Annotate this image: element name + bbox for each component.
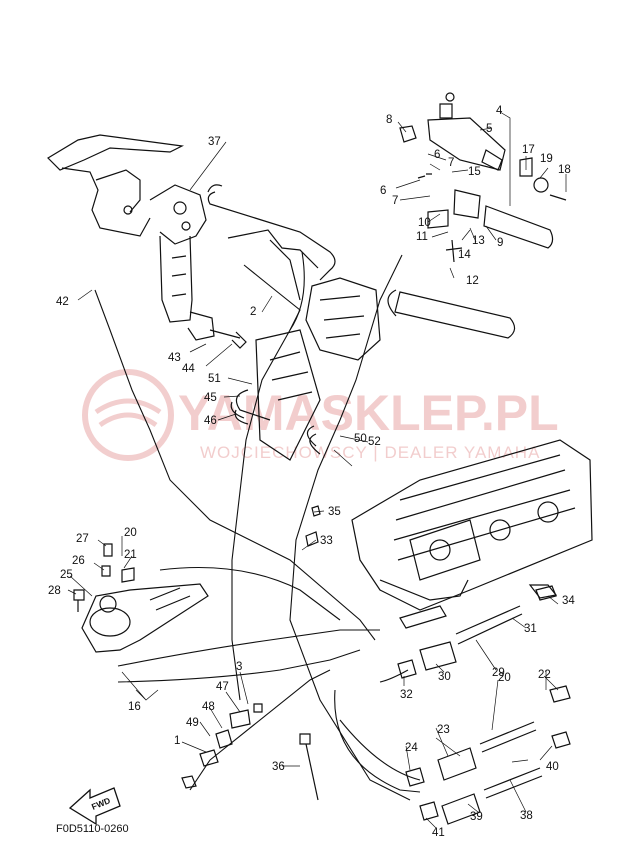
diagram-code: F0D5110-0260	[56, 823, 129, 835]
callout-52: 52	[368, 436, 381, 448]
callout-16: 16	[128, 701, 141, 713]
callout-20b: 20	[498, 672, 511, 684]
callout-15: 15	[468, 166, 481, 178]
callout-40: 40	[546, 761, 559, 773]
callout-1: 1	[174, 735, 180, 747]
callout-2: 2	[250, 306, 256, 318]
callout-49: 49	[186, 717, 199, 729]
callout-10: 10	[418, 217, 431, 229]
callout-25: 25	[60, 569, 73, 581]
cable-fittings	[181, 505, 571, 825]
callout-42: 42	[56, 296, 69, 308]
steering-column	[230, 329, 321, 461]
cables	[94, 251, 421, 801]
callout-43: 43	[168, 352, 181, 364]
callout-41: 41	[432, 827, 445, 839]
callout-27: 27	[76, 533, 89, 545]
callout-8: 8	[386, 114, 392, 126]
callout-17: 17	[522, 144, 535, 156]
callout-23: 23	[437, 724, 450, 736]
callout-51: 51	[208, 373, 221, 385]
callout-30: 30	[438, 671, 451, 683]
callout-labels: 1 2 3 4 5 6 6 7 7 8 9 10 11 12 13 14 15 …	[48, 105, 575, 839]
leader-lines	[67, 111, 567, 829]
callout-19: 19	[540, 153, 553, 165]
callout-5: 5	[486, 123, 492, 135]
callout-9: 9	[497, 237, 503, 249]
callout-31: 31	[524, 623, 537, 635]
callout-28: 28	[48, 585, 61, 597]
watermark: YAMASKLEP.PL WOJCIECHOWSCY | DEALER YAMA…	[82, 369, 559, 462]
callout-46: 46	[204, 415, 217, 427]
callout-32: 32	[400, 689, 413, 701]
callout-33: 33	[320, 535, 333, 547]
callout-39: 39	[470, 811, 483, 823]
callout-20a: 20	[124, 527, 137, 539]
handlebar	[207, 184, 516, 361]
callout-4: 4	[496, 105, 503, 117]
callout-45: 45	[204, 392, 217, 404]
control-bracket-assembly	[73, 543, 209, 653]
callout-47: 47	[216, 681, 229, 693]
callout-14: 14	[458, 249, 471, 261]
callout-21: 21	[124, 549, 137, 561]
handlebar-grip-assembly	[399, 92, 567, 263]
callout-7b: 7	[392, 195, 398, 207]
callout-12: 12	[466, 275, 479, 287]
callout-26: 26	[72, 555, 85, 567]
callout-37: 37	[208, 136, 221, 148]
callout-36: 36	[272, 761, 285, 773]
callout-13: 13	[472, 235, 485, 247]
callout-35: 35	[328, 506, 341, 518]
callout-38: 38	[520, 810, 533, 822]
watermark-brand: YAMASKLEP.PL	[178, 385, 559, 441]
engine-block	[351, 439, 593, 611]
fwd-arrow-icon	[68, 787, 121, 826]
callout-6b: 6	[380, 185, 386, 197]
callout-11: 11	[416, 231, 428, 243]
callout-7a: 7	[448, 157, 454, 169]
callout-44: 44	[182, 363, 195, 375]
fwd-arrow: FWD	[68, 787, 121, 826]
callout-6a: 6	[434, 149, 440, 161]
watermark-logo-icon	[82, 369, 174, 461]
callout-50: 50	[354, 433, 367, 445]
callout-34: 34	[562, 595, 575, 607]
callout-3: 3	[236, 661, 242, 673]
callout-24: 24	[405, 742, 418, 754]
callout-48: 48	[202, 701, 215, 713]
callout-29: 29	[492, 667, 505, 679]
throttle-lever-assembly	[47, 134, 247, 349]
callout-18: 18	[558, 164, 571, 176]
callout-22: 22	[538, 669, 551, 681]
